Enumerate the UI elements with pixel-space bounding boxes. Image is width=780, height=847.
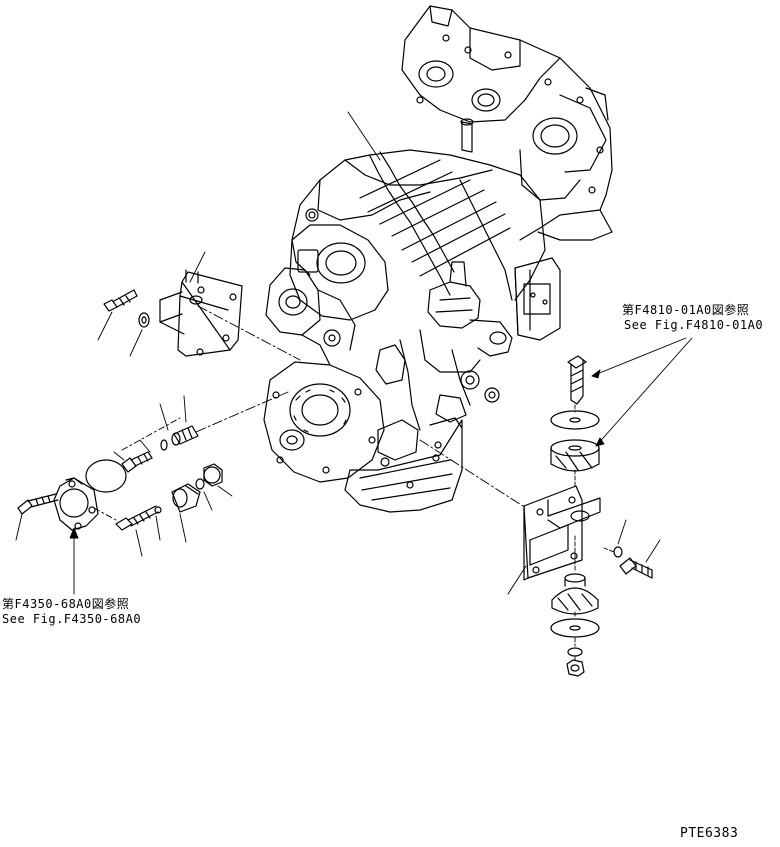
ref-text-left-en: See Fig.F4350-68A0	[2, 612, 142, 626]
banjo-bolt	[122, 452, 152, 472]
right-small-washer	[614, 547, 622, 557]
ref-text-right-jp: 第F4810-01A0図参照	[622, 303, 750, 317]
connector-body	[172, 484, 200, 512]
pressure-switch	[116, 506, 158, 530]
lock-washer	[568, 648, 582, 656]
cover-bolt	[18, 494, 58, 514]
small-o-ring	[161, 440, 167, 450]
left-bracket-bolt	[104, 290, 137, 311]
oil-cover-assembly	[54, 478, 98, 530]
small-ball	[155, 507, 161, 513]
right-mounting-bracket	[524, 486, 600, 580]
rubber-cushion-bottom	[552, 574, 598, 614]
right-mount-washer-top	[551, 411, 599, 429]
right-mount-bolt	[568, 356, 586, 404]
ref-text-left-jp: 第F4350-68A0図参照	[2, 597, 130, 611]
hex-nut	[567, 660, 584, 676]
cap-nut	[204, 464, 222, 486]
plug-fitting	[172, 426, 198, 445]
right-mount-washer-bottom	[551, 619, 599, 637]
gasket-disc	[86, 460, 126, 492]
left-mounting-bracket	[160, 270, 242, 356]
ref-text-right-en: See Fig.F4810-01A0	[624, 318, 764, 332]
right-side-bolt	[620, 558, 652, 578]
rubber-cushion-top	[551, 440, 599, 471]
small-washer	[196, 479, 204, 489]
leader-lines	[16, 112, 692, 660]
figure-code: PTE6383	[680, 826, 739, 841]
left-bracket-washer	[139, 313, 149, 327]
transmission-housing	[264, 6, 612, 512]
